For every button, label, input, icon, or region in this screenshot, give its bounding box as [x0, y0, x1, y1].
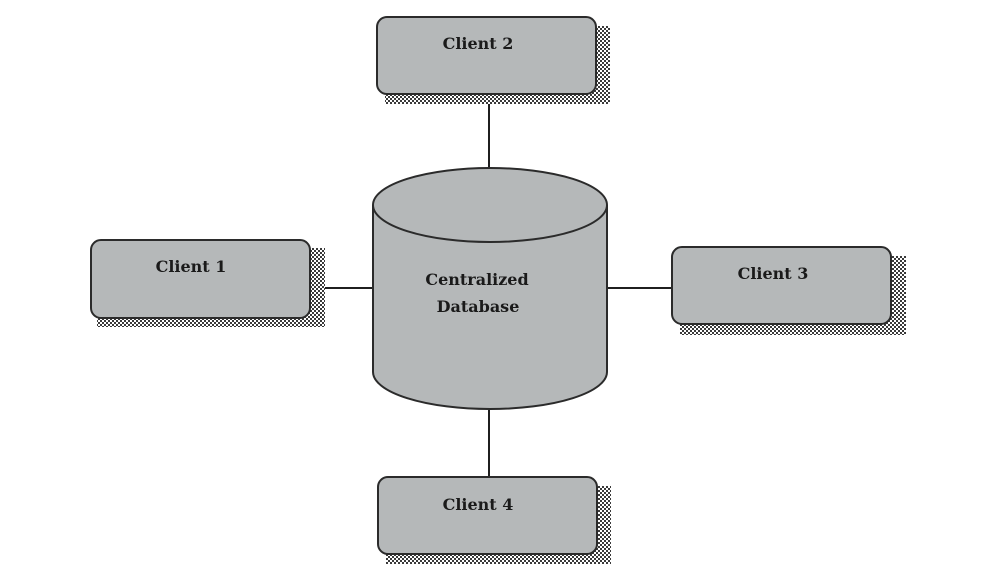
client-4-label: Client 4	[443, 495, 514, 514]
database-label-line2: Database	[437, 297, 520, 316]
database-label-line1: Centralized	[425, 270, 528, 289]
client-4-rect	[377, 476, 598, 555]
database-body	[372, 205, 608, 410]
client-4-box: Client 4	[377, 476, 611, 564]
client-3-box: Client 3	[671, 246, 906, 335]
client-3-rect	[671, 246, 892, 325]
client-2-box: Client 2	[376, 16, 610, 104]
client-2-rect	[376, 16, 597, 95]
client-1-rect	[90, 239, 311, 319]
database-top	[372, 167, 608, 243]
client-3-label: Client 3	[738, 264, 809, 283]
database-cylinder: Centralized Database	[372, 167, 608, 410]
client-1-box: Client 1	[90, 239, 325, 327]
client-2-label: Client 2	[443, 34, 514, 53]
client-1-label: Client 1	[156, 257, 227, 276]
